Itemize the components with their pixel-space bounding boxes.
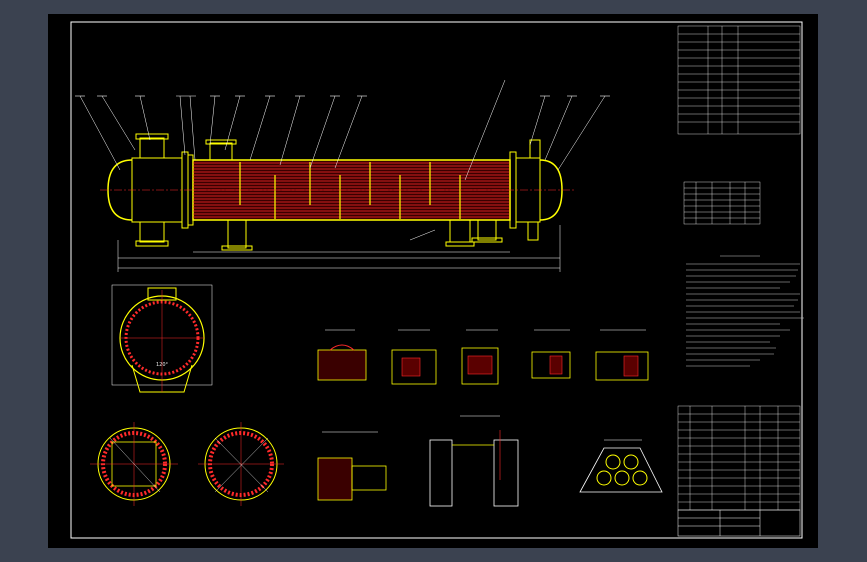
- detail-views-lower: [317, 415, 663, 507]
- flange-view-right: [198, 422, 284, 506]
- detail-6-bolt: [351, 465, 387, 491]
- right-bottom-nozzle: [527, 221, 539, 241]
- section-view-end: 120°: [111, 284, 213, 393]
- leader-lines: [79, 79, 606, 241]
- detail-6-body: [317, 457, 353, 501]
- detail-3-section: [467, 355, 493, 375]
- left-saddle-base: [221, 245, 253, 251]
- left-top-nozzle-flange: [135, 133, 169, 140]
- flange-right-diag2: [214, 437, 269, 493]
- detail-4-section: [549, 355, 563, 375]
- tube-hole-2: [614, 470, 630, 486]
- left-bottom-nozzle-flange: [135, 240, 169, 247]
- detail-4-body: [531, 351, 571, 379]
- right-saddle: [477, 219, 497, 241]
- flange-left-diag: [109, 437, 161, 493]
- angle-label: 120°: [156, 362, 169, 368]
- detail-3-body: [461, 347, 499, 385]
- detail-7-right-plate: [493, 439, 519, 507]
- tube-hole-1: [596, 470, 612, 486]
- tube-hole-3: [632, 470, 648, 486]
- detail-1-body: [317, 349, 367, 381]
- title-block: [677, 509, 801, 537]
- right-saddle-base: [471, 237, 503, 243]
- shell-outlet-flange: [445, 241, 475, 247]
- tube-layout-sector: [579, 447, 663, 493]
- detail-2-body: [391, 349, 437, 385]
- drawing-sheet: [48, 14, 818, 548]
- left-top-nozzle: [139, 137, 165, 159]
- detail-5-body: [595, 351, 649, 381]
- detail-5-section: [623, 355, 639, 377]
- dimension-lines: [117, 225, 561, 272]
- heat-exchanger-main-view: [75, 79, 610, 272]
- nozzle-table: [683, 181, 761, 225]
- detail-1-weld: [329, 344, 355, 351]
- flange-view-left: [90, 422, 178, 506]
- tube-hole-4: [605, 454, 621, 470]
- left-bottom-nozzle: [139, 221, 165, 243]
- detail-2-section: [401, 357, 421, 377]
- technical-notes: [686, 255, 804, 367]
- drawing-border: [70, 21, 803, 539]
- detail-views-row: [317, 329, 649, 385]
- baffles: [239, 162, 461, 219]
- tube-hole-5: [623, 454, 639, 470]
- right-top-nozzle: [529, 139, 541, 159]
- design-parameter-table: [677, 25, 801, 135]
- shell-inlet-flange: [205, 139, 237, 145]
- shell-inlet-nozzle: [209, 142, 233, 161]
- left-saddle: [227, 219, 247, 249]
- tube-bundle: [193, 162, 510, 218]
- parts-list-table: [677, 405, 801, 511]
- detail-7-left-plate: [429, 439, 453, 507]
